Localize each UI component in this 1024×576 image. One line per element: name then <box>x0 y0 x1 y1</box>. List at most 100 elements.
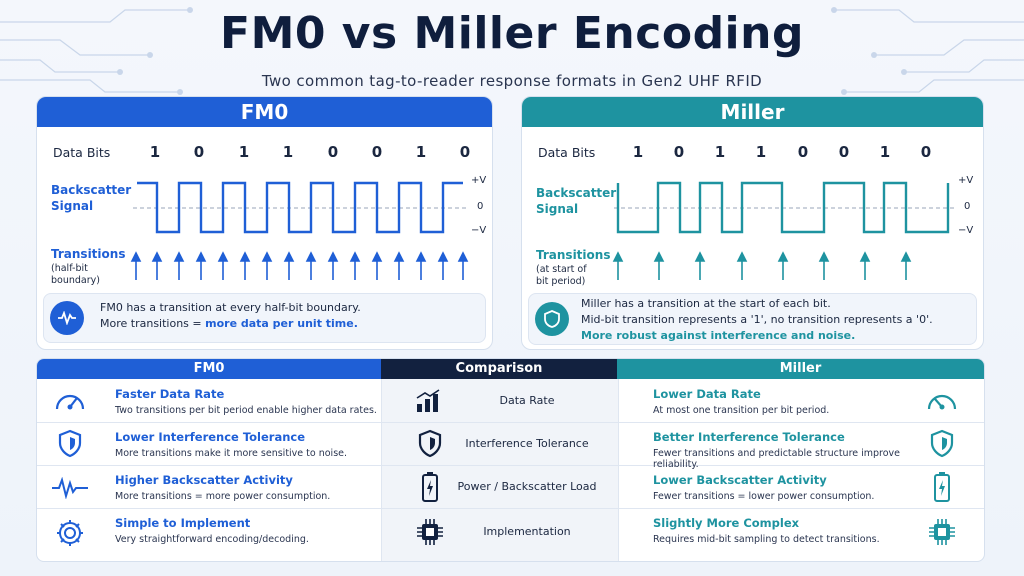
battery-icon <box>422 472 438 502</box>
fm0-data-bits-label: Data Bits <box>53 145 111 160</box>
fm0-waveform <box>133 181 467 234</box>
table-row: Higher Backscatter Activity More transit… <box>37 465 984 508</box>
fm0-feature: Lower Interference Tolerance More transi… <box>115 430 377 459</box>
fm0-transitions-sub-2: boundary) <box>51 275 100 286</box>
fm0-feature-title: Simple to Implement <box>115 516 251 530</box>
miller-bit: 0 <box>920 143 932 161</box>
row-divider <box>37 508 984 509</box>
comparison-label: Data Rate <box>499 394 555 407</box>
miller-feature-title: Better Interference Tolerance <box>653 430 845 444</box>
gear-icon <box>57 520 83 546</box>
comparison-column-header: Comparison <box>381 359 617 379</box>
bar-chart-icon <box>416 389 440 412</box>
fm0-feature: Faster Data Rate Two transitions per bit… <box>115 387 377 416</box>
fm0-level-high: +V <box>471 175 487 186</box>
miller-bit: 1 <box>755 143 767 161</box>
miller-note: Miller has a transition at the start of … <box>528 293 977 345</box>
fm0-feature: Simple to Implement Very straightforward… <box>115 516 377 545</box>
shield-icon <box>535 302 569 336</box>
miller-feature: Lower Data Rate At most one transition p… <box>653 387 933 416</box>
miller-bit: 0 <box>673 143 685 161</box>
table-row: Lower Interference Tolerance More transi… <box>37 422 984 470</box>
fm0-bit: 1 <box>149 143 161 161</box>
shield-icon <box>930 429 954 458</box>
page-subtitle: Two common tag-to-reader response format… <box>261 72 763 90</box>
battery-icon <box>934 472 950 502</box>
miller-feature: Lower Backscatter Activity Fewer transit… <box>653 473 933 502</box>
miller-transitions-sub-2: bit period) <box>536 276 586 287</box>
miller-bit: 0 <box>838 143 850 161</box>
miller-feature-desc: Fewer transitions = lower power consumpt… <box>653 491 875 502</box>
miller-feature-desc: Fewer transitions and predictable struct… <box>653 448 901 470</box>
pulse-icon <box>52 477 88 499</box>
shield-icon <box>58 429 82 458</box>
table-row: Simple to Implement Very straightforward… <box>37 508 984 561</box>
fm0-feature-desc: Two transitions per bit period enable hi… <box>115 405 377 416</box>
miller-feature-title: Lower Backscatter Activity <box>653 473 827 487</box>
comparison-label: Interference Tolerance <box>465 437 589 450</box>
miller-data-bits-label: Data Bits <box>538 145 596 160</box>
miller-bit: 1 <box>632 143 644 161</box>
fm0-level-low: −V <box>471 225 487 236</box>
fm0-transitions-sub-1: (half-bit <box>51 263 88 274</box>
fm0-panel-title: FM0 <box>37 97 492 127</box>
miller-level-high: +V <box>958 175 974 186</box>
shield-icon <box>418 429 442 458</box>
row-divider <box>37 422 984 423</box>
miller-transitions-sub-1: (at start of <box>536 264 587 275</box>
miller-waveform <box>614 181 954 234</box>
chip-icon <box>929 519 955 545</box>
miller-transitions-label: Transitions <box>536 248 611 262</box>
fm0-feature-title: Lower Interference Tolerance <box>115 430 306 444</box>
page-title: FM0 vs Miller Encoding <box>220 8 804 59</box>
miller-note-line1: Miller has a transition at the start of … <box>581 297 831 310</box>
fm0-level-zero: 0 <box>477 201 484 212</box>
fm0-note-text: FM0 has a transition at every half-bit b… <box>100 300 480 332</box>
fm0-bit: 0 <box>193 143 205 161</box>
fm0-bit: 0 <box>459 143 471 161</box>
chip-icon <box>417 519 443 545</box>
fm0-feature-desc: Very straightforward encoding/decoding. <box>115 534 309 545</box>
fm0-feature-title: Higher Backscatter Activity <box>115 473 293 487</box>
fm0-feature: Higher Backscatter Activity More transit… <box>115 473 377 502</box>
miller-feature: Slightly More Complex Requires mid-bit s… <box>653 516 933 545</box>
miller-signal-label-line1: Backscatter <box>536 186 617 200</box>
table-row: Faster Data Rate Two transitions per bit… <box>37 379 984 422</box>
miller-transition-arrows <box>612 251 912 280</box>
fm0-feature-desc: More transitions make it more sensitive … <box>115 448 348 459</box>
fm0-panel: FM0 Data Bits 1 0 1 1 0 0 1 0 Backscatte… <box>36 96 493 350</box>
comparison-label: Implementation <box>483 525 571 538</box>
fm0-note-line2: More transitions = more data per unit ti… <box>100 316 480 332</box>
fm0-signal-label-line1: Backscatter <box>51 183 132 197</box>
miller-bit: 1 <box>714 143 726 161</box>
miller-feature-title: Lower Data Rate <box>653 387 761 401</box>
fm0-bit: 0 <box>327 143 339 161</box>
fm0-signal-label-line2: Signal <box>51 199 94 213</box>
fm0-note-line2-prefix: More transitions = <box>100 317 206 330</box>
pulse-icon <box>50 301 84 335</box>
circuit-decoration <box>0 7 1024 95</box>
miller-signal-label-line2: Signal <box>536 202 579 216</box>
miller-bit: 1 <box>879 143 891 161</box>
fm0-column-header: FM0 <box>37 359 381 379</box>
fm0-note-highlight: more data per unit time. <box>205 317 358 330</box>
fm0-transition-arrows <box>130 251 469 280</box>
miller-panel-title: Miller <box>522 97 983 127</box>
fm0-bit: 0 <box>371 143 383 161</box>
miller-level-zero: 0 <box>964 201 971 212</box>
miller-feature: Better Interference Tolerance Fewer tran… <box>653 430 933 470</box>
miller-feature-title: Slightly More Complex <box>653 516 800 530</box>
miller-note-line3: More robust against interference and noi… <box>581 329 856 342</box>
slow-gauge-icon <box>927 394 957 410</box>
miller-feature-desc: At most one transition per bit period. <box>653 405 830 416</box>
fm0-feature-desc: More transitions = more power consumptio… <box>115 491 331 502</box>
fm0-bit: 1 <box>415 143 427 161</box>
miller-level-low: −V <box>958 225 974 236</box>
miller-feature-desc: Requires mid-bit sampling to detect tran… <box>653 534 880 545</box>
fm0-bit: 1 <box>282 143 294 161</box>
fm0-transitions-label: Transitions <box>51 247 126 261</box>
fm0-feature-title: Faster Data Rate <box>115 387 225 401</box>
comparison-label: Power / Backscatter Load <box>457 480 597 493</box>
miller-column-header: Miller <box>617 359 984 379</box>
miller-note-line2: Mid-bit transition represents a '1', no … <box>581 313 933 326</box>
